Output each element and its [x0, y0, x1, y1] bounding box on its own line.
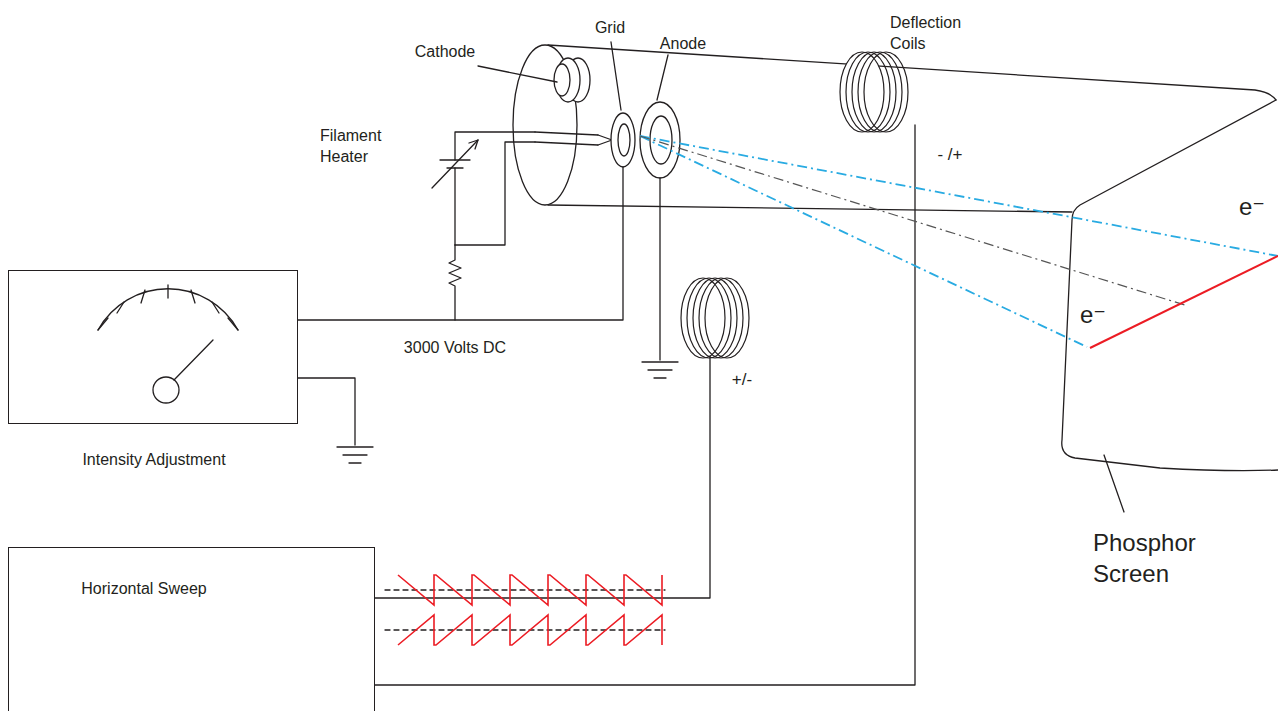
- part-label: 3000 Volts DC: [404, 338, 506, 359]
- sawtooth-wave: [398, 575, 662, 605]
- part-label: Phosphor Screen: [1093, 527, 1203, 589]
- cathode: [535, 58, 612, 145]
- part-label: Anode: [660, 34, 706, 55]
- part-label: e⁻: [1080, 299, 1106, 330]
- tube-end-disc: [513, 45, 577, 205]
- grid-wire: [298, 167, 623, 320]
- sweep-wire: [375, 125, 915, 685]
- part-label: e⁻: [1239, 191, 1265, 222]
- sweep-wire: [375, 355, 710, 598]
- beam-axis: [640, 136, 1188, 306]
- tube-bottom-outline: [548, 205, 1072, 212]
- heater-circuit: [432, 132, 535, 320]
- waveform-axis: [385, 590, 665, 630]
- electron-beam: [640, 136, 1278, 256]
- box-label: Intensity Adjustment: [9, 449, 299, 471]
- part-label: - /+: [937, 144, 962, 166]
- grid-electrode: [611, 113, 635, 167]
- leader-line: [1104, 455, 1124, 512]
- electron-beam: [640, 136, 1087, 347]
- deflection-coils: [681, 52, 908, 358]
- part-label: Filament Heater: [320, 126, 400, 168]
- coil-winding: [705, 278, 749, 358]
- sawtooth-wave: [398, 615, 662, 645]
- sweep-generator-box: Horizontal Sweep: [8, 547, 375, 711]
- part-label: +/-: [732, 369, 752, 391]
- leader-line: [657, 55, 668, 100]
- anode-electrode: [640, 102, 680, 378]
- tube-top-outline: [548, 45, 1276, 100]
- meter-box: Intensity Adjustment: [8, 270, 298, 424]
- screen-face: [1062, 100, 1278, 471]
- ground-symbol: [298, 378, 373, 463]
- leader-line: [478, 66, 557, 82]
- part-label: Cathode: [415, 42, 476, 63]
- leader-line: [611, 42, 621, 110]
- box-label: Horizontal Sweep: [79, 578, 209, 600]
- coil-winding: [864, 52, 908, 132]
- sawtooth-waveform: [398, 575, 662, 645]
- scan-line: [1090, 256, 1278, 348]
- part-label: Deflection Coils: [890, 13, 970, 55]
- meter-gauge: [98, 285, 238, 403]
- part-label: Grid: [595, 18, 625, 39]
